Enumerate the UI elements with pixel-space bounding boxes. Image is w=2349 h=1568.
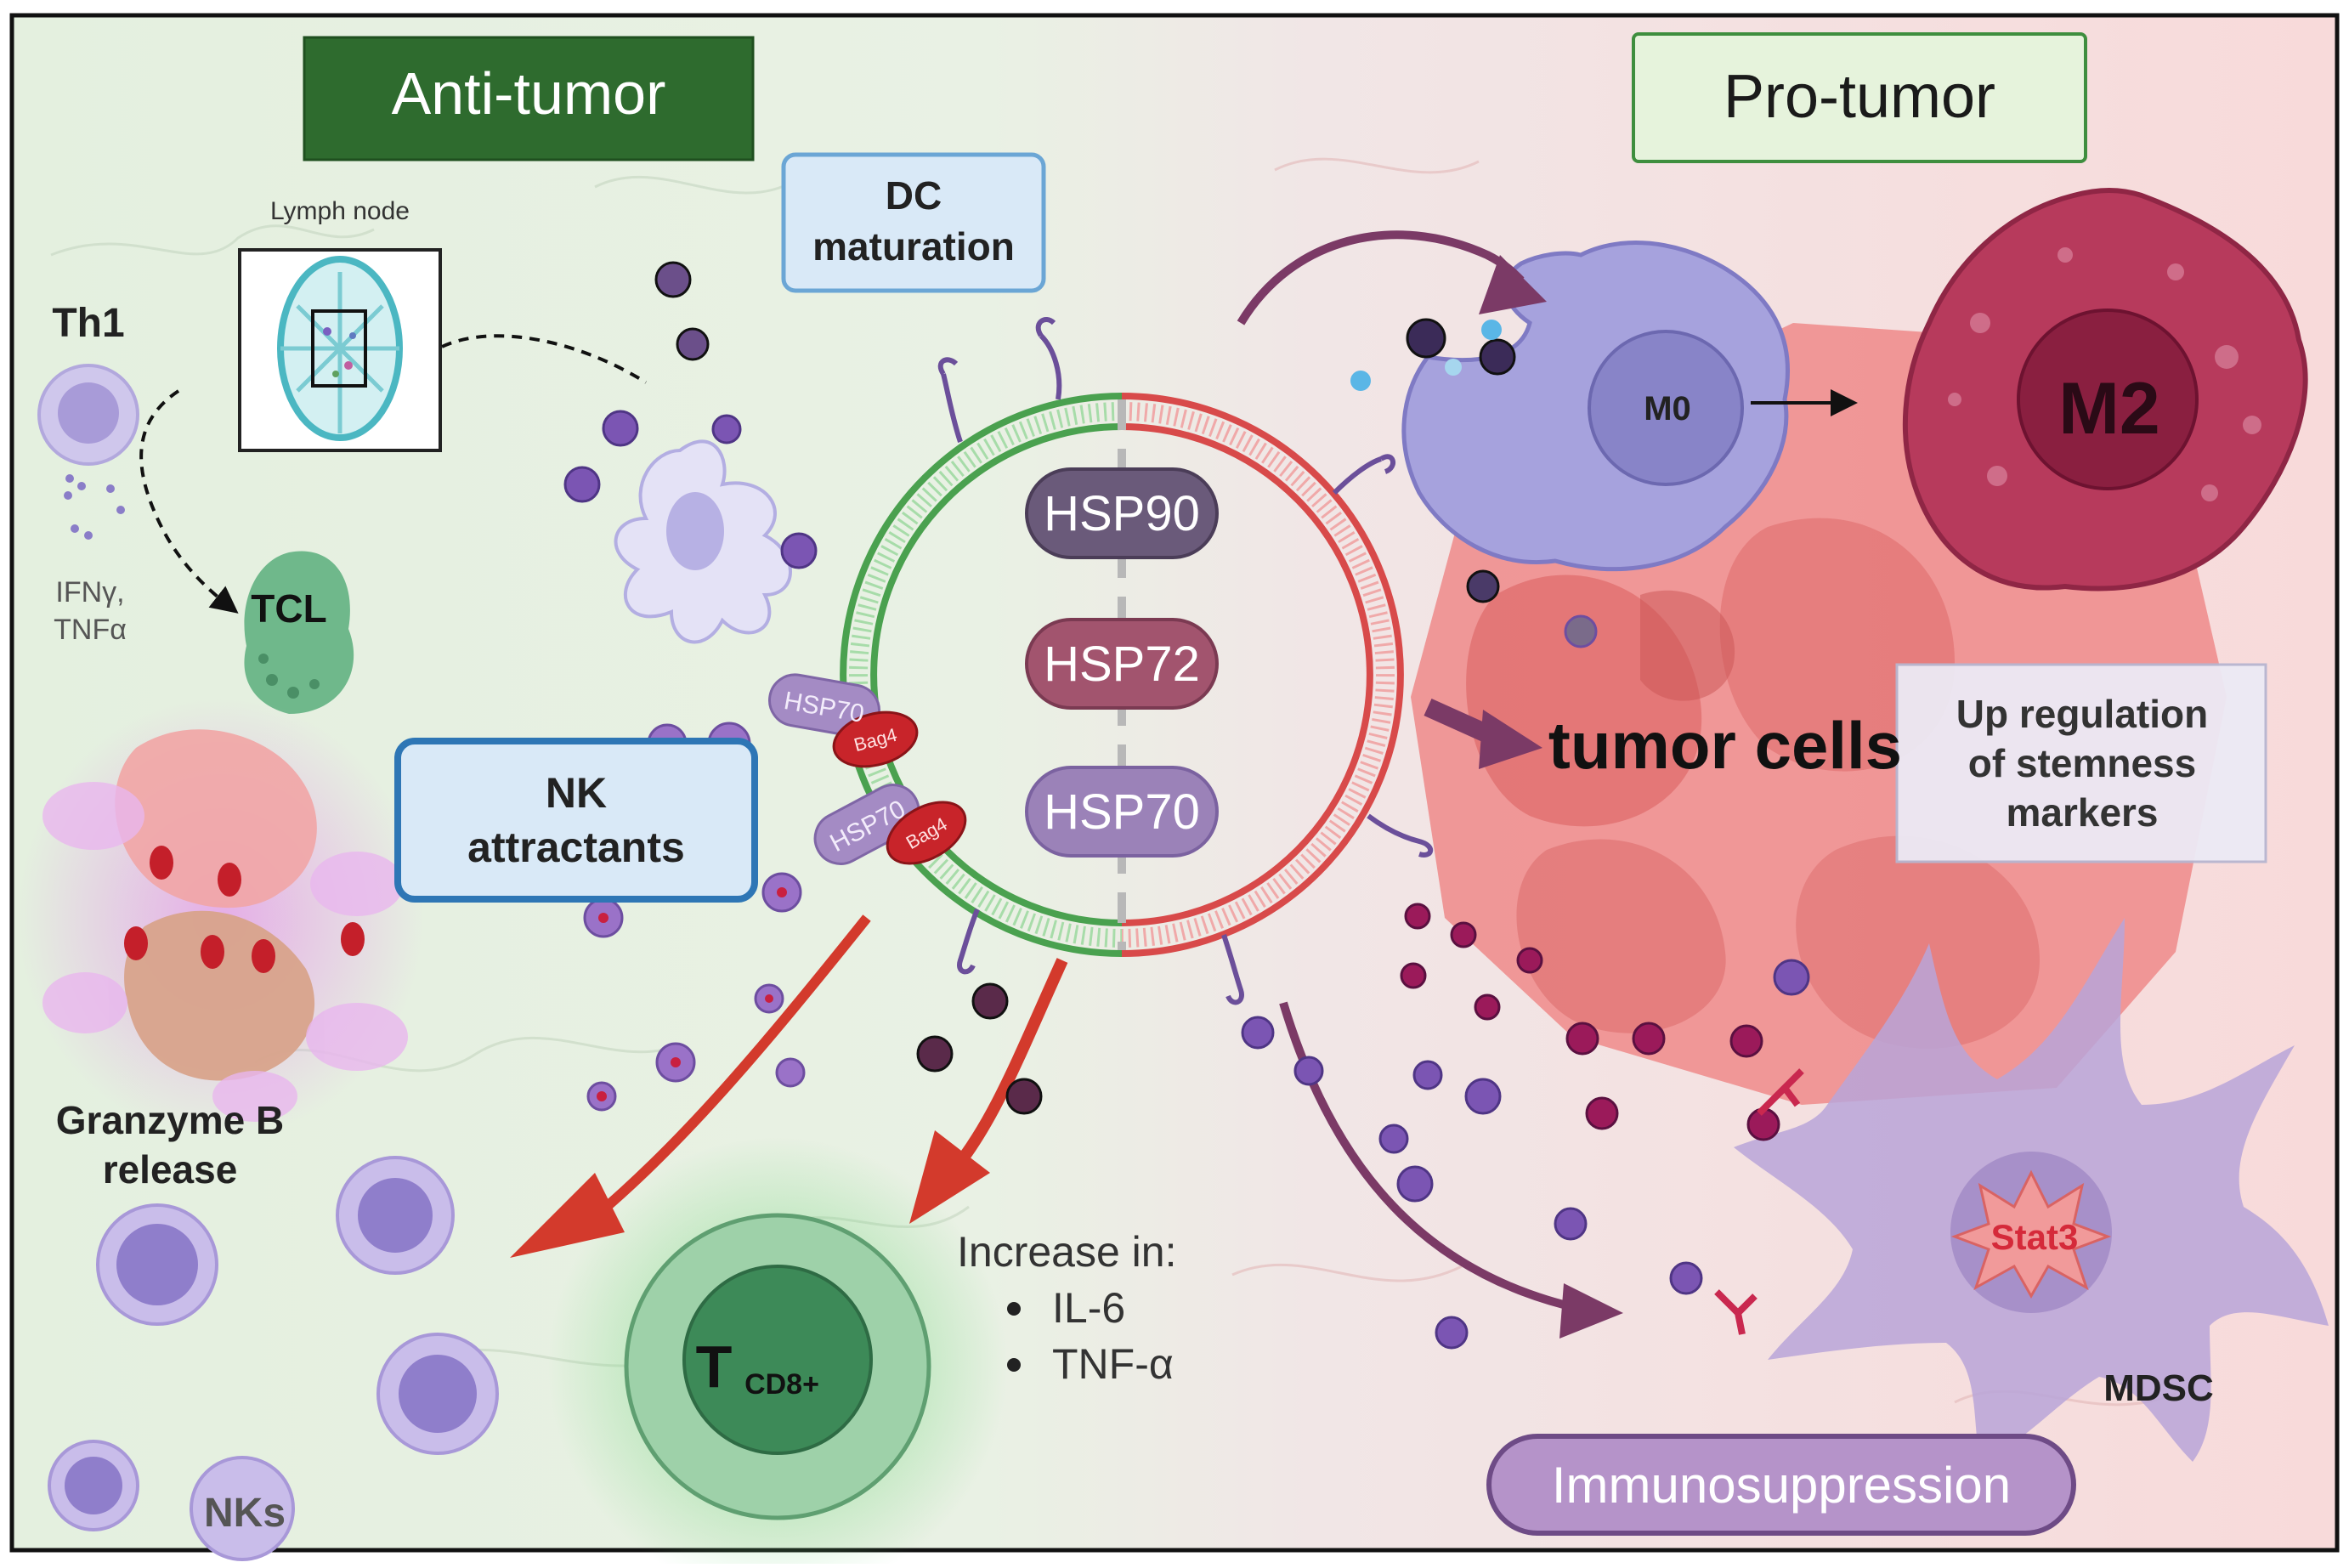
- upreg-line3: markers: [2006, 790, 2158, 835]
- hsp70-pill: [1025, 766, 1219, 858]
- m2-label: M2: [2058, 368, 2159, 450]
- arrowhead-red-left: [510, 1173, 625, 1258]
- stat3-label: Stat3: [1991, 1217, 2079, 1257]
- stat3-burst: [1950, 1169, 2112, 1299]
- arrowhead-purple-tumor: [1479, 710, 1542, 769]
- upreg-line1: Up regulation: [1956, 692, 2208, 736]
- immunosuppression-label: Immunosuppression: [1552, 1457, 2011, 1514]
- lymph-node-label: Lymph node: [270, 197, 410, 225]
- anti-tumor-title: Anti-tumor: [392, 60, 666, 127]
- granzyme-label-line1: Granzyme B: [56, 1098, 284, 1142]
- hsp90-pill: [1025, 467, 1219, 559]
- increase-item-1: IL-6: [1052, 1284, 1125, 1332]
- dc-label-line2: maturation: [812, 224, 1015, 269]
- tumor-cells-label: tumor cells: [1548, 708, 1902, 783]
- hsp70-label: HSP70: [1044, 784, 1200, 840]
- nk-cells: [48, 1156, 499, 1561]
- granzyme-label-line2: release: [103, 1147, 238, 1192]
- dendritic-cell: [614, 439, 792, 644]
- hsp70-bag4-complex-1: [768, 673, 919, 768]
- arrowhead-purple-m0: [1479, 255, 1547, 314]
- lymph-node-inset: [238, 248, 442, 452]
- increase-title: Increase in:: [957, 1228, 1176, 1276]
- bullet-1: [1007, 1302, 1021, 1316]
- m2-macrophage: [1902, 188, 2308, 592]
- m0-label: M0: [1644, 390, 1691, 427]
- dashed-arrow-icon: [139, 389, 239, 614]
- pro-tumor-title: Pro-tumor: [1724, 63, 1995, 131]
- granzyme-blob: [17, 697, 425, 1139]
- hsp90-label: HSP90: [1044, 486, 1200, 541]
- ifn-label-line2: TNFα: [54, 614, 127, 646]
- hsp70-bag4-complex-2: [813, 784, 967, 865]
- tcl-cell: [244, 551, 354, 714]
- curved-arrow-icon: [947, 958, 1068, 1177]
- bullet-2: [1007, 1358, 1021, 1372]
- hsp72-pill: [1025, 618, 1219, 710]
- nk-label-line1: NK: [546, 769, 607, 817]
- m0-macrophage: [1401, 241, 1790, 572]
- th1-cell: [37, 364, 139, 540]
- mdsc-label: MDSC: [2103, 1367, 2214, 1409]
- nk-label-line2: attractants: [467, 824, 685, 871]
- dc-maturation-box: [781, 152, 1046, 293]
- arrowhead-red-center: [909, 1130, 990, 1224]
- arrowhead-purple-immuno: [1559, 1283, 1623, 1339]
- t-label-sub: CD8+: [744, 1368, 819, 1401]
- nks-label: NKs: [204, 1491, 286, 1536]
- nk-attractants-box: [394, 738, 758, 903]
- hsp72-label: HSP72: [1044, 637, 1200, 692]
- dc-label-line1: DC: [886, 173, 942, 218]
- upregulation-box: [1895, 663, 2267, 863]
- ifn-label-line1: IFNγ,: [55, 576, 124, 609]
- tcd8-cell: [548, 1137, 1007, 1568]
- th1-label: Th1: [52, 301, 124, 346]
- receptor-icons: [937, 317, 1434, 1005]
- dashed-arrow-icon: [441, 334, 648, 384]
- upreg-line2: of stemness: [1968, 741, 2196, 785]
- cytokine-dots: [563, 261, 1810, 1350]
- tcl-label: TCL: [251, 586, 326, 631]
- antibody-icons: [1714, 1068, 1804, 1335]
- curved-arrow-icon: [583, 914, 871, 1228]
- increase-item-2: TNF-α: [1052, 1340, 1174, 1388]
- t-label-main: T: [696, 1333, 733, 1400]
- immunosuppression-pill: [1486, 1434, 2076, 1536]
- outer-frame: [9, 13, 2340, 1553]
- anti-tumor-header-box: [303, 36, 755, 161]
- membrane-ring-icon: [840, 393, 1404, 957]
- pro-tumor-header-box: [1632, 32, 2087, 163]
